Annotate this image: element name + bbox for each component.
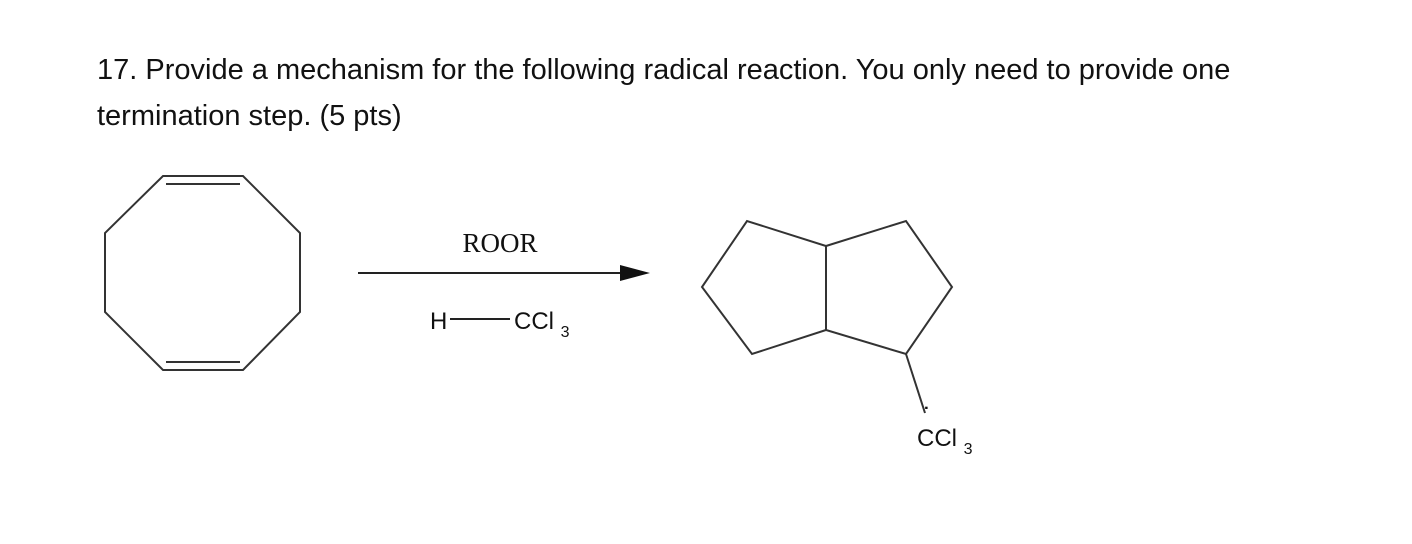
reagent-hydrogen: H [430,308,447,335]
question-line-1: 17. Provide a mechanism for the followin… [97,47,1347,93]
reagent-ccl3: CCl 3 [514,308,570,341]
product-right-ring [825,219,954,356]
arrow-head [620,265,650,281]
question-number: 17. [97,54,138,86]
product-substituent: ˙ CCl 3 [917,402,973,458]
reactant-cyclooctadiene [104,175,301,371]
cyclooctadiene-ring [104,175,301,371]
product-bicyclic [700,219,954,414]
reagent-above: ROOR [462,228,537,258]
product-ccl: CCl [917,425,957,452]
product-radical-dot: ˙ [923,402,932,433]
product-left-ring [700,219,827,356]
question-prompt: 17. Provide a mechanism for the followin… [97,47,1347,139]
reagent-ccl: CCl [514,308,554,335]
product-subscript: 3 [964,441,973,458]
question-text-line-1: Provide a mechanism for the following ra… [145,54,1231,86]
question-text-line-2: termination step. (5 pts) [97,100,402,132]
product-ccl3: CCl 3 [917,425,973,458]
reaction-arrow [358,265,650,281]
product-substituent-bond [905,353,926,414]
reagent-below: H CCl 3 [430,308,570,341]
reagent-subscript: 3 [561,324,570,341]
